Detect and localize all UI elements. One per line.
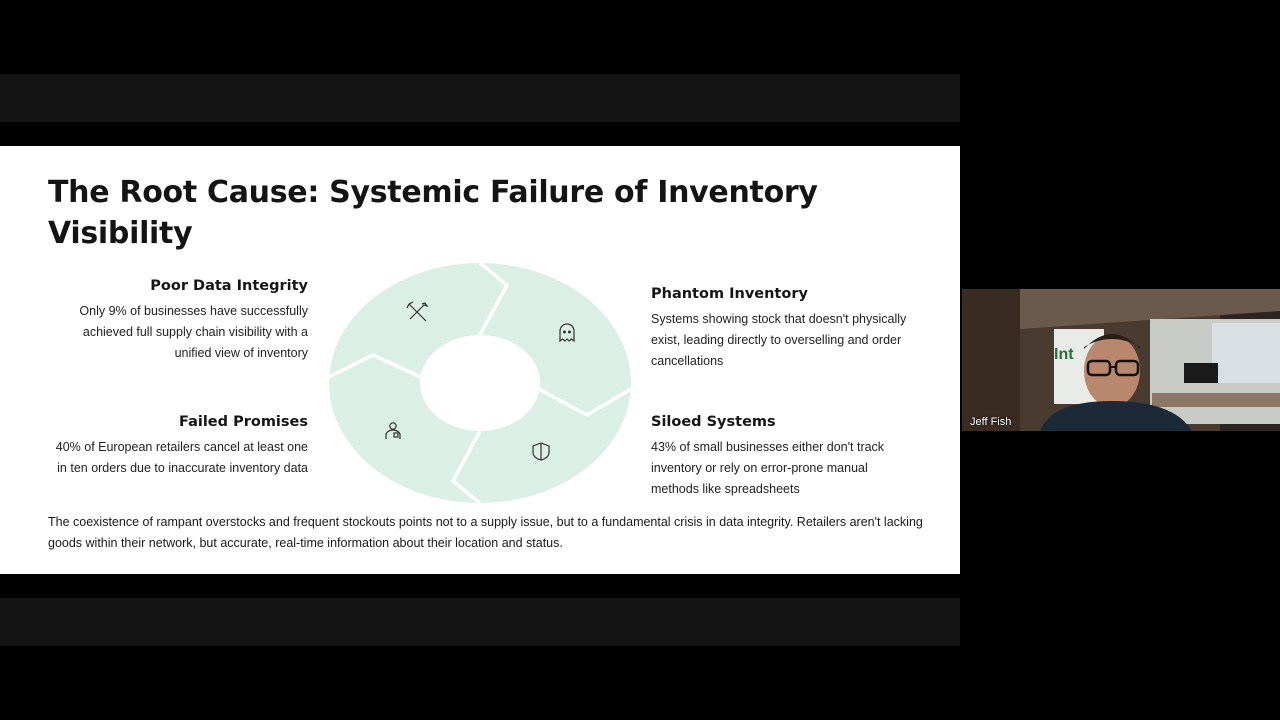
item-heading: Failed Promises — [179, 414, 308, 430]
slide-title: The Root Cause: Systemic Failure of Inve… — [48, 175, 818, 251]
slide-footer-text: The coexistence of rampant overstocks an… — [48, 515, 923, 550]
item-body: 40% of European retailers cancel at leas… — [55, 440, 308, 475]
item-body: 43% of small businesses either don't tra… — [651, 440, 885, 496]
office-wall-sign: Int — [1054, 346, 1074, 363]
video-feed: Int — [962, 289, 1280, 431]
person-icon — [385, 422, 401, 439]
ghost-icon — [559, 323, 575, 343]
item-heading: Poor Data Integrity — [150, 278, 308, 294]
bottom-letterbox-bar — [0, 598, 960, 646]
shield-icon — [532, 442, 550, 461]
shared-slide: The Root Cause: Systemic Failure of Inve… — [0, 146, 960, 574]
item-heading: Siloed Systems — [651, 414, 776, 430]
tools-icon — [406, 301, 429, 322]
item-siloed-systems: Siloed Systems 43% of small businesses e… — [651, 413, 913, 500]
item-body: Only 9% of businesses have successfully … — [79, 304, 308, 360]
item-phantom-inventory: Phantom Inventory Systems showing stock … — [651, 285, 913, 372]
item-failed-promises: Failed Promises 40% of European retailer… — [46, 413, 308, 479]
item-body: Systems showing stock that doesn't physi… — [651, 312, 907, 368]
item-heading: Phantom Inventory — [651, 286, 808, 302]
top-letterbox-bar — [0, 74, 960, 122]
item-poor-data-integrity: Poor Data Integrity Only 9% of businesse… — [46, 277, 308, 364]
participant-video-tile[interactable]: Int Jeff Fish — [962, 289, 1280, 431]
cycle-center-hole — [420, 335, 540, 431]
cycle-diagram — [328, 261, 632, 505]
cycle-dividers — [328, 261, 632, 505]
participant-name: Jeff Fish — [970, 416, 1012, 428]
